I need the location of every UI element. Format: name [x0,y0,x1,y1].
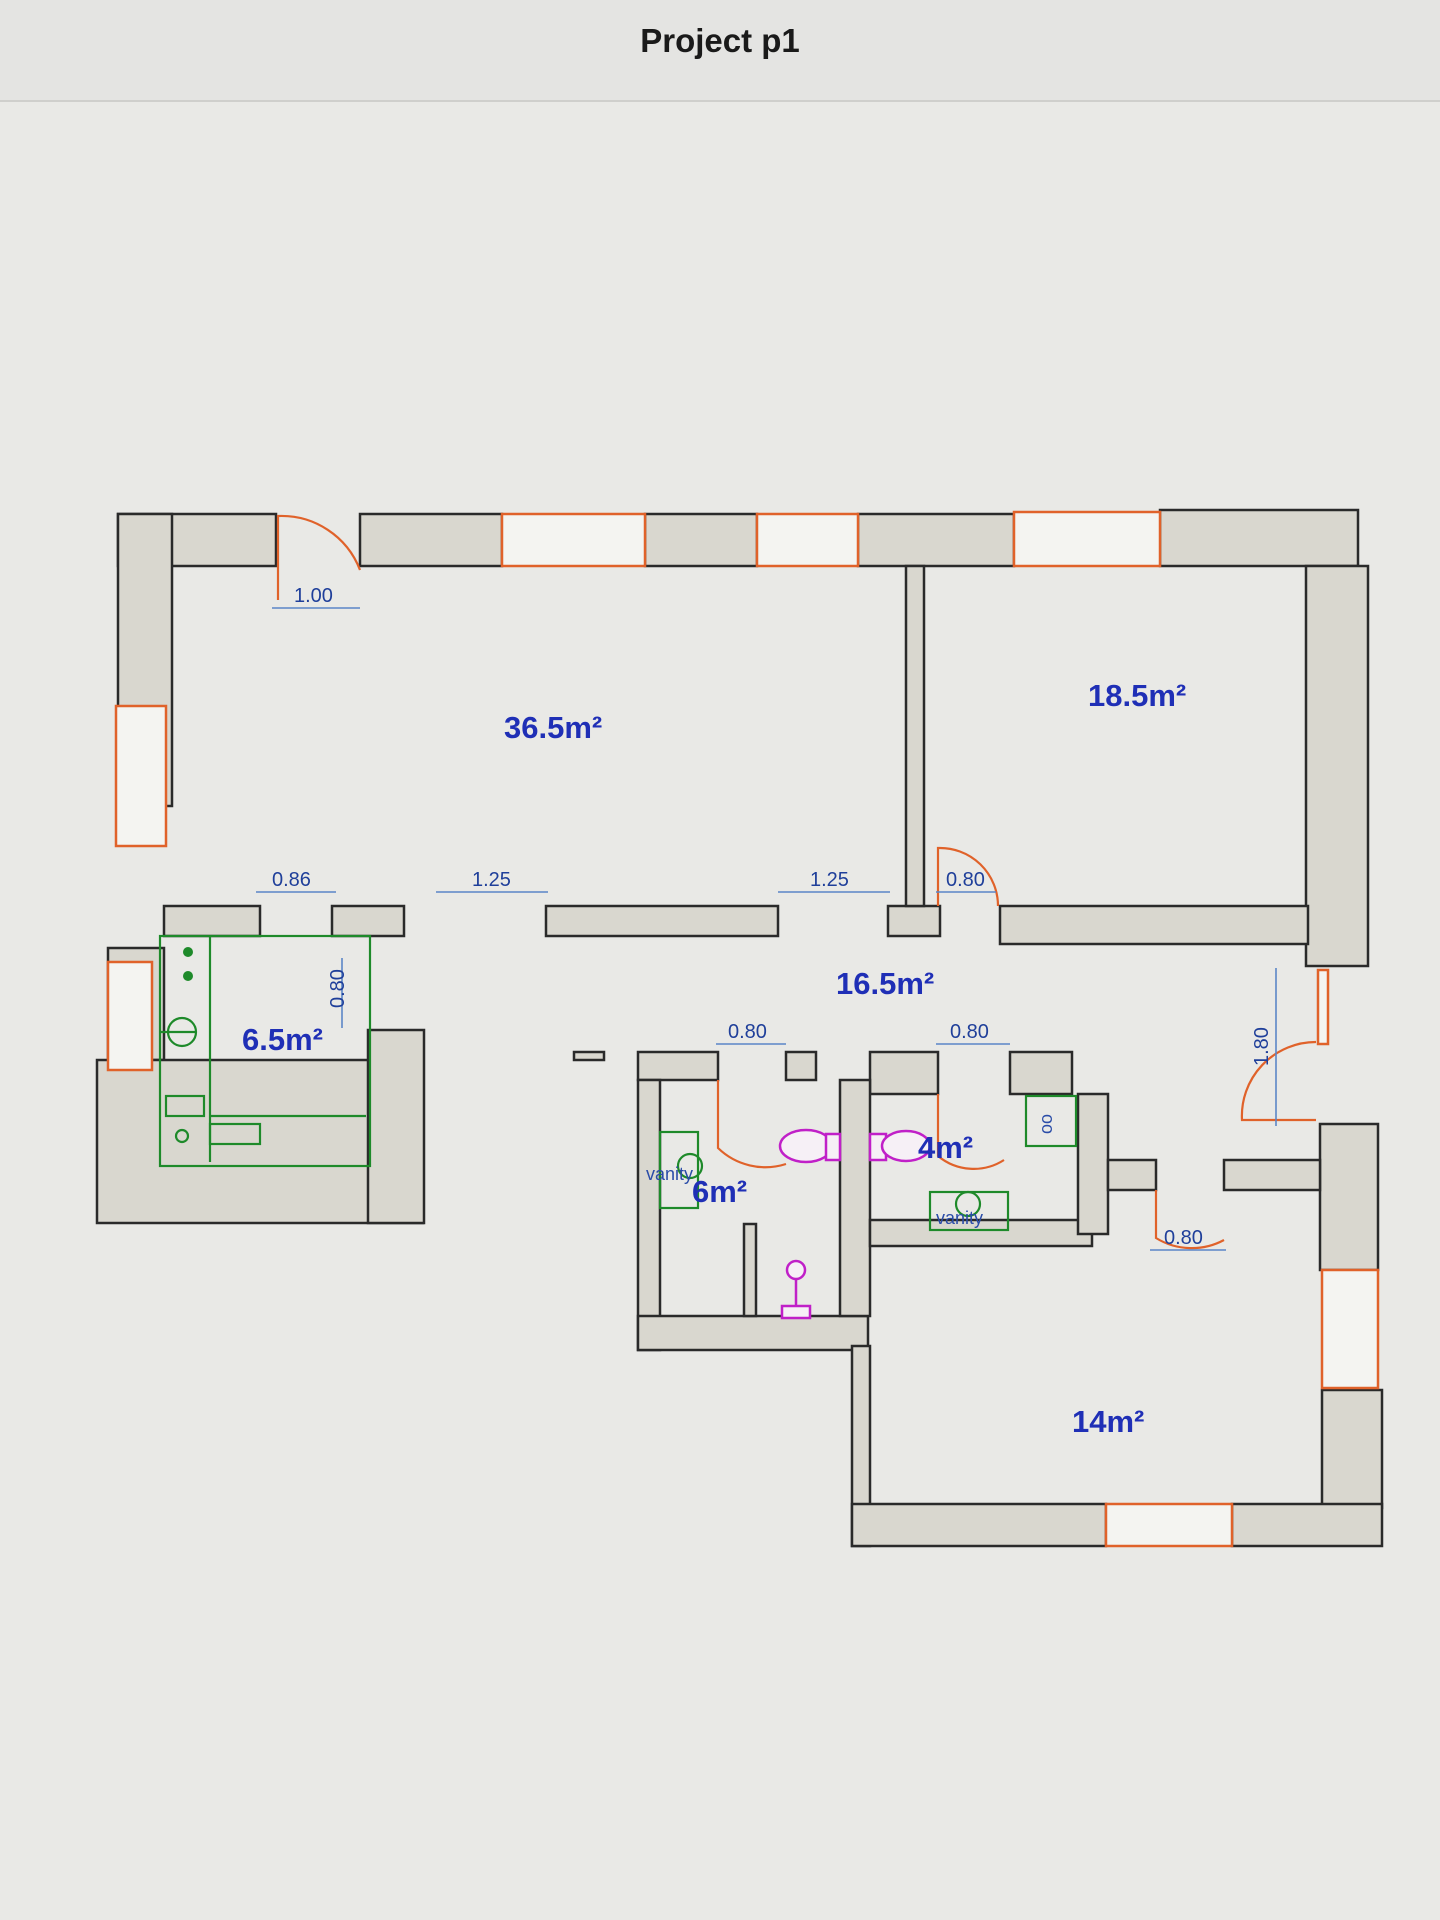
wall-wc-north-1 [868,1050,940,1096]
toilet-bath-icon [778,1128,834,1164]
wall-bed-se-north-1 [1106,1158,1158,1192]
burner-icon [183,971,193,981]
wall-living-south-3 [544,904,780,938]
wall-living-south-2 [330,904,406,938]
window-east-1 [1316,968,1330,1046]
dimension-label: 0.80 [327,969,349,1008]
door-wc [936,1094,1005,1170]
door-hall-east [1240,1040,1317,1122]
wall-bath-west [636,1078,662,1352]
window-north-2 [755,512,860,568]
toilet-wc-icon [880,1129,932,1163]
wall-bed-se-south-2 [1230,1502,1384,1548]
windows [106,510,1380,1548]
door-bedroom-ne [936,846,1000,907]
room-area-bedroom-ne: 18.5m² [1088,678,1186,713]
vanity-label: vanity [936,1208,983,1228]
wall-east-2 [1318,1122,1380,1272]
vanity-label: vanity [646,1164,693,1184]
room-area-hallway: 16.5m² [836,966,934,1001]
dimension-label: 1.25 [472,869,511,891]
wall-east-3 [1320,1388,1384,1510]
wall-wc-east [1076,1092,1110,1236]
basin-icon [676,1152,704,1180]
wall-kitchen-east [366,1028,426,1225]
window-west-2 [106,960,154,1072]
dimension-label: 0.80 [728,1021,767,1043]
basin-wc-icon [954,1190,982,1218]
room-area-living: 36.5m² [504,710,602,745]
wall-east-1 [1304,564,1370,968]
area-labels: 36.5m² 18.5m² 6.5m² 16.5m² 6m² 4m² 14m² [242,678,1186,1439]
dimension-label: 0.86 [272,869,311,891]
wall-bath-east [838,1078,872,1318]
door-entrance [276,514,362,600]
wall-living-south-1 [162,904,262,938]
wall-bath-south [636,1314,870,1352]
wall-wc-north-2 [1008,1050,1074,1096]
room-area-wc: 4m² [918,1130,973,1165]
window-north-3 [1012,510,1162,568]
kitchen-counter [158,934,372,1168]
tap-icon [174,1128,190,1144]
window-west-1 [114,704,168,848]
appliance-label: oo [1038,1114,1058,1134]
dimension-label: 1.25 [810,869,849,891]
room-area-bathroom: 6m² [692,1174,747,1209]
wall-living-south-4 [886,904,942,938]
wall-north-5 [1158,508,1360,568]
vanity-bath [658,1130,700,1210]
dimension-label: 1.80 [1251,1027,1273,1066]
wall-partition [904,564,926,908]
door-bathroom [716,1080,787,1169]
wall-north-3 [643,512,759,568]
window-north-1 [500,512,647,568]
room-area-bedroom-se: 14m² [1072,1404,1144,1439]
project-title: Project p1 [640,22,800,59]
wall-bath-divider [742,1222,758,1318]
doors [276,514,1317,1250]
title-bar: Project p1 [0,0,1440,102]
burner-icon [183,947,193,957]
wall-bath-north-2 [784,1050,818,1082]
window-south [1104,1502,1234,1548]
shower-icon [785,1259,807,1281]
wall-wc-south [868,1218,1094,1248]
appliance-box [1024,1094,1078,1148]
dimension-label: 0.80 [1164,1227,1203,1249]
wall-north-2 [358,512,504,568]
kitchen-drawer [208,1122,262,1146]
room-area-kitchen: 6.5m² [242,1022,323,1057]
fixtures: vanity oo vanity [158,934,1078,1320]
dimension-label: 0.80 [946,869,985,891]
floor-plan[interactable]: vanity oo vanity 1.00 0.86 1.25 1.25 0.8… [0,100,1440,1920]
wall-north-4 [856,512,1016,568]
dimension-label: 0.80 [950,1021,989,1043]
appliance-icon [164,1094,206,1118]
dimension-label: 1.00 [294,585,333,607]
door-bedroom-se [1154,1190,1225,1250]
wall-bed-se-north-2 [1222,1158,1322,1192]
wall-hall-stub [572,1050,606,1062]
window-east-2 [1320,1268,1380,1390]
wall-bath-north-1 [636,1050,720,1082]
wall-bedroom-south [998,904,1310,946]
dimensions: 1.00 0.86 1.25 1.25 0.80 0.80 0.80 0.80 … [256,585,1277,1251]
wall-bed-se-south-1 [850,1502,1108,1548]
